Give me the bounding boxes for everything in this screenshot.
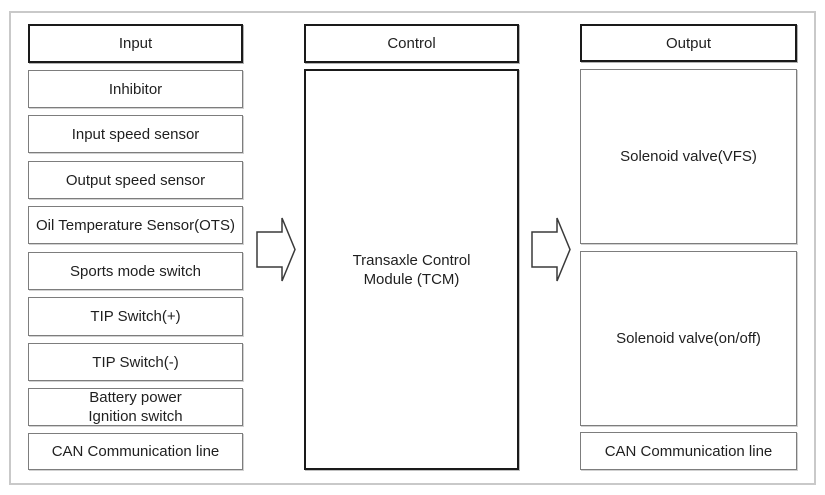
input-item-tip-switch-plus: TIP Switch(+) <box>28 297 243 336</box>
block-arrow-right-icon <box>256 217 296 282</box>
input-item-battery-power-ignition-switch: Battery power Ignition switch <box>28 388 243 426</box>
tcm-module-box: Transaxle Control Module (TCM) <box>304 69 519 470</box>
input-item-can-communication-line: CAN Communication line <box>28 433 243 470</box>
input-item-inhibitor: Inhibitor <box>28 70 243 108</box>
output-column-header: Output <box>580 24 797 62</box>
flow-arrow-control-to-output <box>531 216 571 283</box>
input-item-input-speed-sensor: Input speed sensor <box>28 115 243 153</box>
input-item-oil-temperature-sensor: Oil Temperature Sensor(OTS) <box>28 206 243 244</box>
output-item-can-communication-line: CAN Communication line <box>580 432 797 470</box>
control-column-header: Control <box>304 24 519 63</box>
output-item-solenoid-valve-vfs: Solenoid valve(VFS) <box>580 69 797 244</box>
input-item-sports-mode-switch: Sports mode switch <box>28 252 243 290</box>
input-column-header: Input <box>28 24 243 63</box>
flow-arrow-input-to-control <box>256 216 296 283</box>
block-arrow-right-icon <box>531 217 571 282</box>
input-item-tip-switch-minus: TIP Switch(-) <box>28 343 243 381</box>
input-item-output-speed-sensor: Output speed sensor <box>28 161 243 199</box>
output-item-solenoid-valve-on-off: Solenoid valve(on/off) <box>580 251 797 426</box>
